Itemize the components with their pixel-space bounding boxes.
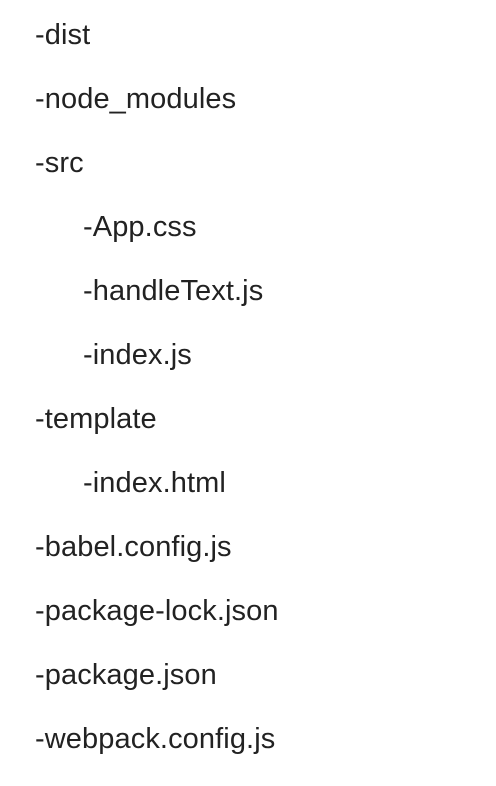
tree-item-node-modules: -node_modules <box>35 83 237 115</box>
tree-item-app-css: -App.css <box>83 211 197 243</box>
tree-item-handle-text-js: -handleText.js <box>83 275 264 307</box>
tree-item-index-html: -index.html <box>83 467 226 499</box>
tree-item-template: -template <box>35 403 157 435</box>
tree-item-package-json: -package.json <box>35 659 217 691</box>
tree-item-src: -src <box>35 147 84 179</box>
tree-item-src-index-js: -index.js <box>83 339 192 371</box>
tree-item-dist: -dist <box>35 19 91 51</box>
tree-item-webpack-config-js: -webpack.config.js <box>35 723 276 755</box>
tree-item-package-lock-json: -package-lock.json <box>35 595 279 627</box>
tree-item-babel-config-js: -babel.config.js <box>35 531 232 563</box>
